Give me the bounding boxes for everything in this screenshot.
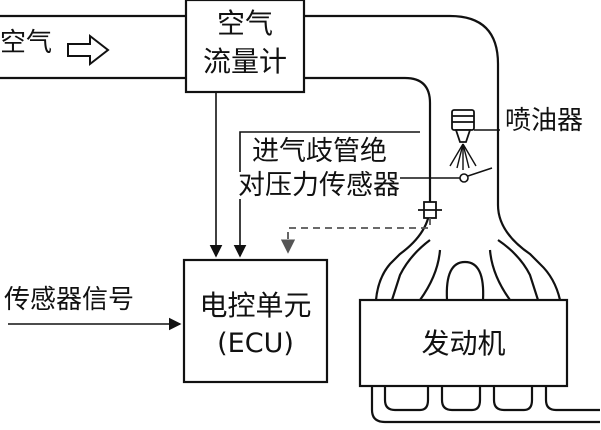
sensor-signal-label: 传感器信号 — [4, 285, 135, 315]
map-sensor-label-line2: 对压力传感器 — [238, 170, 400, 201]
air-flow-meter-box — [184, 0, 306, 94]
engine-box — [358, 298, 569, 388]
air-label: 空气 — [0, 28, 53, 58]
map-sensor-icon — [418, 201, 442, 219]
map-sensor-label-line1: 进气歧管绝 — [252, 136, 387, 167]
air-flow-meter-label-line1: 空气 — [216, 7, 273, 40]
air-arrow-icon — [67, 33, 110, 67]
ecu-label-line2: (ECU) — [217, 328, 294, 359]
ecu-label-line1: 电控单元 — [199, 289, 312, 322]
dashed-feedback-line — [280, 218, 431, 254]
injector-label: 喷油器 — [505, 106, 584, 136]
injector-icon — [451, 109, 475, 143]
engine-label: 发动机 — [421, 327, 506, 360]
fuel-spray-icon — [449, 143, 477, 170]
exhaust-pipes — [370, 385, 600, 424]
air-flow-meter-label-line2: 流量计 — [202, 45, 287, 78]
ecu-box — [182, 258, 329, 384]
intake-runners — [390, 239, 540, 301]
map-sensor-line — [233, 131, 420, 258]
injector-valve-icon — [459, 173, 469, 183]
